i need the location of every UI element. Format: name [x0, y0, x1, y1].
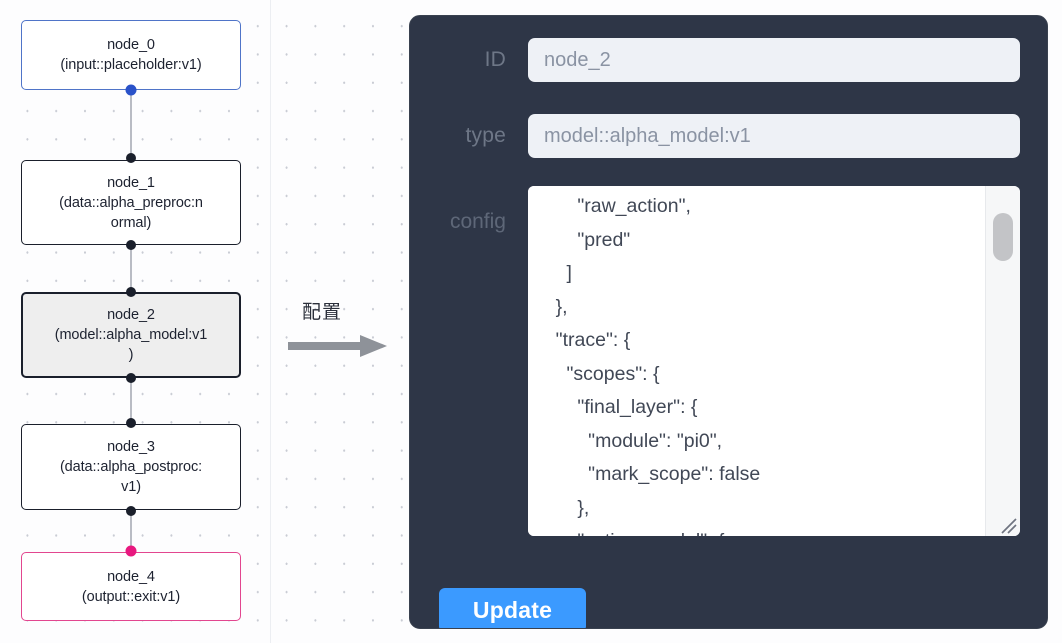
config-label: config — [449, 210, 506, 233]
edge-node1-node2 — [130, 245, 132, 293]
node-handle-node_1-target[interactable] — [126, 153, 136, 163]
graph-node-label: node_2 (model::alpha_model:v1 ) — [54, 307, 208, 363]
edge-node3-node4 — [130, 511, 132, 551]
node-handle-node_1-source[interactable] — [126, 240, 136, 250]
canvas-divider — [270, 0, 271, 643]
type-label: type — [465, 124, 506, 147]
transition-label: 配置 — [302, 301, 343, 323]
type-field-row: type — [410, 114, 1020, 158]
config-editor[interactable]: "raw_action", "pred" ] }, "trace": { "sc… — [528, 186, 1020, 536]
node-handle-node_2-target[interactable] — [126, 287, 136, 297]
edge-node2-node3 — [130, 378, 132, 423]
config-field-row: config "raw_action", "pred" ] }, "trace"… — [410, 186, 1020, 536]
graph-node-node_2[interactable]: node_2 (model::alpha_model:v1 ) — [21, 292, 241, 378]
resize-grip-icon[interactable] — [996, 513, 1018, 535]
node-handle-node_3-source[interactable] — [126, 506, 136, 516]
graph-node-label: node_4 (output::exit:v1) — [81, 568, 181, 605]
edge-node0-node1 — [130, 90, 132, 160]
arrow-right-icon — [288, 335, 387, 357]
node-handle-node_2-source[interactable] — [126, 373, 136, 383]
graph-node-node_4[interactable]: node_4 (output::exit:v1) — [21, 552, 241, 621]
type-input[interactable] — [528, 114, 1020, 158]
transition-annotation: 配置 — [288, 297, 396, 359]
graph-node-node_1[interactable]: node_1 (data::alpha_preproc:n ormal) — [21, 160, 241, 245]
graph-node-label: node_1 (data::alpha_preproc:n ormal) — [59, 174, 203, 231]
id-input[interactable] — [528, 38, 1020, 82]
node-handle-node_0-source[interactable] — [125, 84, 137, 96]
config-scrollbar[interactable] — [985, 186, 1020, 536]
graph-node-node_0[interactable]: node_0 (input::placeholder:v1) — [21, 20, 241, 90]
node-handle-node_3-target[interactable] — [126, 418, 136, 428]
config-scrollbar-thumb[interactable] — [993, 213, 1013, 261]
node-handle-node_4-target[interactable] — [125, 545, 137, 557]
config-textarea[interactable]: "raw_action", "pred" ] }, "trace": { "sc… — [528, 186, 986, 536]
graph-node-label: node_0 (input::placeholder:v1) — [60, 37, 202, 73]
node-properties-panel: ID type config "raw_action", "pred" ] },… — [409, 15, 1048, 629]
graph-node-node_3[interactable]: node_3 (data::alpha_postproc: v1) — [21, 424, 241, 510]
graph-node-label: node_3 (data::alpha_postproc: v1) — [59, 439, 203, 495]
id-field-row: ID — [410, 38, 1020, 82]
update-button[interactable]: Update — [439, 588, 586, 628]
id-label: ID — [484, 48, 506, 71]
